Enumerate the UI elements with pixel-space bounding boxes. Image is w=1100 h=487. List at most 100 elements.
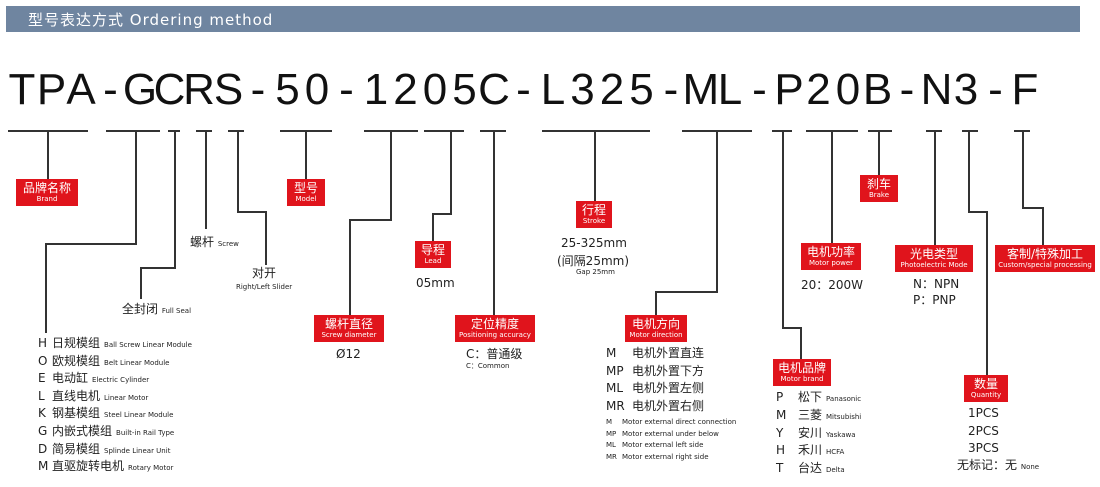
option-code: K <box>38 406 46 421</box>
option-label-en: Steel Linear Module <box>104 411 174 420</box>
badge-subtitle: Motor brand <box>780 375 824 383</box>
badge-title: 型号 <box>293 181 318 195</box>
badge-title: 定位精度 <box>470 317 519 331</box>
connector-line <box>934 131 936 245</box>
option-label-en: Delta <box>826 466 845 475</box>
page-title: 型号表达方式 Ordering method <box>28 11 274 29</box>
code-char: 2 <box>599 65 625 114</box>
option-label: 直驱旋转电机 <box>52 459 125 474</box>
motor-power-value: 20：200W <box>801 278 864 292</box>
connector-line <box>716 131 718 293</box>
quantity-none-zh: 无标记：无 <box>957 458 1018 472</box>
code-char: 0 <box>304 65 330 114</box>
option-label: 台达 <box>798 461 823 476</box>
code-char: 3 <box>953 65 979 114</box>
code-char: 1 <box>363 65 389 114</box>
screw-label-en: Screw <box>217 240 239 248</box>
option-code: H <box>38 336 48 350</box>
option-code: P <box>776 390 784 404</box>
header-bar: 型号表达方式 Ordering method <box>6 6 1080 32</box>
connector-line <box>237 131 239 213</box>
connector-line <box>237 211 267 213</box>
option-label-en: HCFA <box>826 448 845 457</box>
connector-line <box>831 131 833 243</box>
option-label: 日规模组 <box>52 336 101 350</box>
badge-title: 导程 <box>420 243 445 257</box>
code-char: B <box>862 65 893 114</box>
model-badge: 型号 Model <box>287 179 325 206</box>
code-char: - <box>339 65 354 114</box>
connector-line <box>390 131 392 221</box>
option-label-en: Mitsubishi <box>826 412 862 421</box>
option-label: 钢基模组 <box>52 406 101 421</box>
code-char: 5 <box>275 65 300 114</box>
brand-badge: 品牌名称 Brand <box>16 179 78 206</box>
screw-label-zh: 螺杆 <box>190 235 215 249</box>
badge-subtitle: Motor direction <box>629 331 683 339</box>
badge-subtitle: Custom/special processing <box>998 261 1092 269</box>
connector-line <box>878 131 880 175</box>
code-char: 5 <box>452 65 477 114</box>
code-underline <box>424 130 464 132</box>
option-label: 欧规模组 <box>52 353 101 368</box>
slider-label-zh: 对开 <box>252 266 277 280</box>
quantity-option: 2PCS <box>968 423 999 438</box>
connector-line <box>432 213 452 215</box>
connector-line <box>305 131 307 179</box>
option-code: MR <box>606 398 625 413</box>
option-label: 松下 <box>798 390 823 404</box>
photoelectric-option: N：NPN <box>913 277 960 291</box>
code-char: - <box>663 65 679 114</box>
code-char: - <box>250 65 266 114</box>
option-code: H <box>776 443 786 458</box>
badge-subtitle: Lead <box>424 257 442 265</box>
photoelectric-option: P：PNP <box>913 293 956 307</box>
quantity-option: 1PCS <box>968 406 999 420</box>
option-label: 三菱 <box>798 407 823 422</box>
code-char: - <box>988 65 1003 114</box>
screw-label: 螺杆 Screw <box>190 235 239 252</box>
code-underline <box>106 130 160 132</box>
slider-label: 对开 <box>252 266 276 281</box>
connector-line <box>493 131 495 315</box>
connector-line <box>594 131 596 201</box>
badge-subtitle: Positioning accuracy <box>459 331 531 339</box>
option-label-en: Rotary Motor <box>128 464 174 473</box>
code-underline <box>196 130 212 132</box>
connector-line <box>140 267 142 299</box>
connector-line <box>47 131 49 179</box>
connector-line <box>45 243 137 245</box>
full-seal-label-zh: 全封闭 <box>122 302 159 316</box>
option-code: M <box>38 459 49 474</box>
note-text: Motor external right side <box>622 452 709 461</box>
code-char: F <box>1011 65 1039 114</box>
connector-line <box>1042 207 1044 245</box>
code-char: S <box>213 65 244 114</box>
option-label: 电机外置右侧 <box>632 398 705 413</box>
connector-line <box>135 131 137 245</box>
code-char: - <box>899 65 915 114</box>
motor-direction-option: MR 电机外置右侧 <box>606 399 704 414</box>
badge-subtitle: Brand <box>36 195 58 203</box>
code-char: G <box>122 65 158 114</box>
connector-line <box>782 327 802 329</box>
quantity-none-en: None <box>1020 463 1040 471</box>
code-char: 2 <box>393 65 418 114</box>
badge-title: 光电类型 <box>909 247 958 261</box>
code-char: N <box>920 65 953 114</box>
code-underline <box>228 130 244 132</box>
badge-subtitle: Motor power <box>808 259 854 267</box>
